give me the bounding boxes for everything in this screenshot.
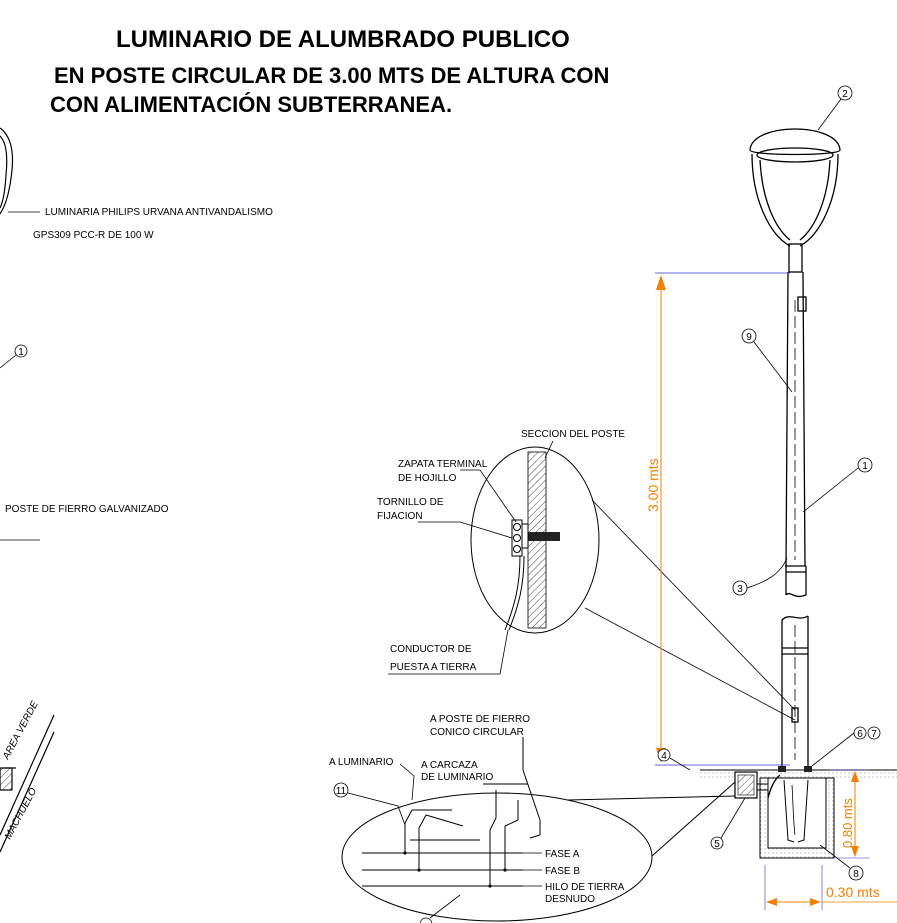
seccion-leader <box>544 440 554 459</box>
svg-text:7: 7 <box>871 729 877 740</box>
a-luminario-leader <box>399 763 415 801</box>
svg-text:6: 6 <box>857 729 863 740</box>
luminaire-head <box>749 128 841 273</box>
tornillo-leader <box>418 521 513 539</box>
width-dimension <box>764 865 897 910</box>
title-line-2: EN POSTE CIRCULAR DE 3.00 MTS DE ALTURA … <box>54 63 610 88</box>
a-carcaza-label-2: DE LUMINARIO <box>421 772 493 783</box>
zapata-leader <box>460 469 517 523</box>
hilo-tierra-label-1: HILO DE TIERRA <box>545 882 625 893</box>
a-poste-label-2: CONICO CIRCULAR <box>430 727 524 738</box>
bottom-callout-leader <box>429 894 461 919</box>
callout-9: 9 <box>741 328 793 393</box>
depth-dimension <box>830 769 870 859</box>
pole-upper <box>785 271 807 598</box>
svg-text:3: 3 <box>737 584 743 595</box>
a-carcaza-label-1: A CARCAZA <box>421 760 478 771</box>
tornillo-label-2: FIJACION <box>377 511 423 522</box>
left-curb-detail <box>0 714 55 853</box>
callout-8: 8 <box>819 844 864 881</box>
svg-text:2: 2 <box>842 89 848 100</box>
svg-text:1: 1 <box>18 347 24 358</box>
callout-5: 5 <box>710 797 746 850</box>
zapata-label-2: DE HOJILLO <box>398 473 457 484</box>
poste-label: POSTE DE FIERRO GALVANIZADO <box>5 504 169 515</box>
a-poste-label-1: A POSTE DE FIERRO <box>430 714 530 725</box>
luminaria-label-1: LUMINARIA PHILIPS URVANA ANTIVANDALISMO <box>45 207 273 218</box>
callout-2: 2 <box>817 85 853 131</box>
height-dimension-label: 3.00 mts <box>645 458 661 512</box>
svg-text:1: 1 <box>862 461 868 472</box>
depth-dimension-label: 0.80 mts <box>840 798 855 848</box>
bottom-callout-circle <box>419 917 433 923</box>
conductor-label-2: PUESTA A TIERRA <box>390 662 477 673</box>
callout-6-7: 6 7 <box>811 726 881 767</box>
height-dimension <box>655 272 790 766</box>
hilo-tierra-label-2: DESNUDO <box>545 894 595 905</box>
luminaria-label-2: GPS309 PCC-R DE 100 W <box>33 230 154 241</box>
zapata-label-1: ZAPATA TERMINAL <box>398 459 488 470</box>
fase-a-label: FASE A <box>545 849 580 860</box>
a-luminario-label: A LUMINARIO <box>329 757 394 768</box>
area-verde-label: AREA VERDE <box>0 699 40 762</box>
callout-1-left: 1 <box>0 344 28 369</box>
left-luminaire-head <box>0 127 14 215</box>
conductor-leader <box>388 629 509 675</box>
tornillo-label-1: TORNILLO DE <box>377 497 444 508</box>
pole-section-detail <box>470 446 796 721</box>
foundation <box>700 766 897 859</box>
width-dimension-label: 0.30 mts <box>826 884 880 900</box>
svg-text:9: 9 <box>746 332 752 343</box>
svg-text:4: 4 <box>661 751 667 762</box>
callout-1-right: 1 <box>802 457 873 513</box>
machuelo-label: MACHUELO <box>3 786 39 841</box>
callout-3: 3 <box>732 557 788 596</box>
seccion-poste-label: SECCION DEL POSTE <box>521 429 625 440</box>
fase-b-label: FASE B <box>545 866 580 877</box>
svg-text:8: 8 <box>853 869 859 880</box>
title-line-3: CON ALIMENTACIÓN SUBTERRANEA. <box>50 92 453 117</box>
callout-11: 11 <box>333 782 406 826</box>
wiring-junctions <box>403 851 507 888</box>
svg-text:5: 5 <box>714 839 720 850</box>
title-line-1: LUMINARIO DE ALUMBRADO PUBLICO <box>116 26 570 53</box>
svg-text:11: 11 <box>336 786 347 797</box>
pole-lower <box>781 615 809 770</box>
callout-4: 4 <box>657 748 691 771</box>
wiring-detail <box>341 737 736 922</box>
conductor-label-1: CONDUCTOR DE <box>390 644 472 655</box>
